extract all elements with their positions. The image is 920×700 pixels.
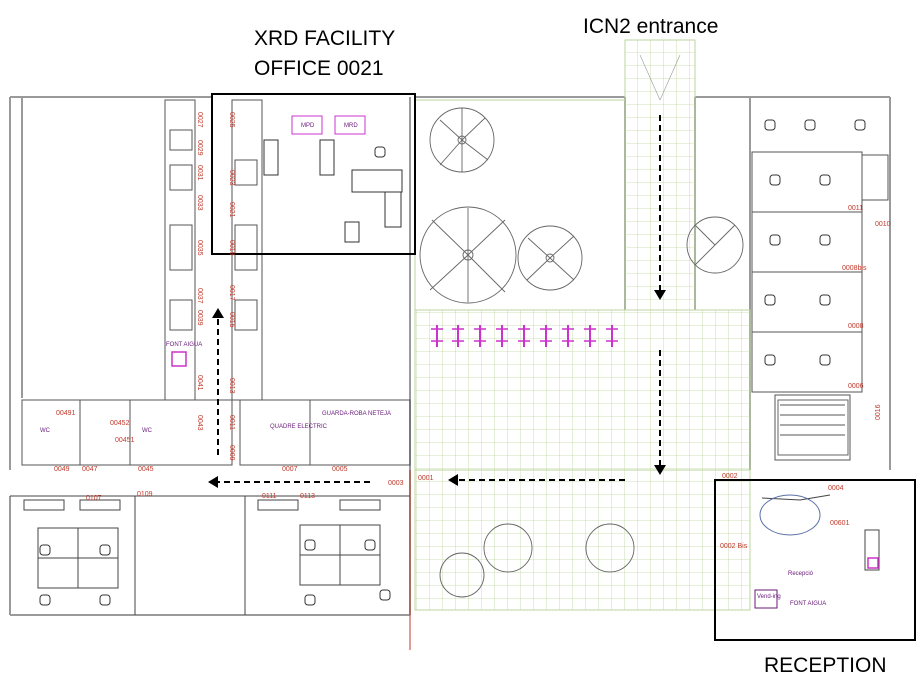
right-offices xyxy=(751,119,889,461)
corridor-rooms xyxy=(21,99,411,466)
room-number: 00601 xyxy=(830,520,850,527)
room-number: 0003 xyxy=(388,480,404,487)
tree-icon xyxy=(419,107,744,598)
room-number: 0009 xyxy=(228,445,235,461)
room-number: 0049 xyxy=(54,466,70,473)
arrow-icon xyxy=(208,290,666,488)
room-number: 0025 xyxy=(228,112,235,128)
room-number: 0031 xyxy=(196,165,203,181)
room-number: 0107 xyxy=(86,495,102,502)
reception-area xyxy=(754,494,880,609)
stair-icon xyxy=(777,399,849,456)
lower-offices xyxy=(10,495,410,615)
room-number: 00451 xyxy=(115,437,135,444)
room-number: 0041 xyxy=(196,375,203,391)
mrd-label: MRD xyxy=(344,123,358,129)
room-number: 0017 xyxy=(228,285,235,301)
room-number: 0033 xyxy=(196,195,203,211)
room-number: 0013 xyxy=(228,378,235,394)
room-number: 0035 xyxy=(196,240,203,256)
xrd-facility-box xyxy=(211,93,416,255)
wc-label-1: WC xyxy=(40,428,51,434)
room-number: 0011 xyxy=(228,415,235,430)
room-number: 0004 xyxy=(828,485,844,492)
room-number: 0113 xyxy=(300,493,315,500)
xrd-label-line1: XRD FACILITY xyxy=(254,27,396,50)
reception-label: RECEPTION xyxy=(764,654,887,677)
font-aigua-icon xyxy=(171,351,187,367)
room-number: 0027 xyxy=(196,112,203,128)
room-number: 0008 xyxy=(848,323,864,330)
room-number: 0029 xyxy=(196,140,203,156)
room-number: 0039 xyxy=(196,310,203,326)
xrd-facility-label: XRD FACILITY OFFICE 0021 xyxy=(254,24,395,84)
room-number: 0111 xyxy=(262,493,277,500)
room-number: 0010 xyxy=(875,221,891,228)
entrance-label: ICN2 entrance xyxy=(583,15,719,38)
font-aigua-right-label: FONT AIGUA xyxy=(790,601,826,607)
room-number: 0021 xyxy=(228,202,235,218)
room-number: 0002 xyxy=(722,473,738,480)
room-number: 0002 Bis xyxy=(720,543,748,550)
xrd-label-line2: OFFICE 0021 xyxy=(254,57,384,80)
room-number: 0019 xyxy=(228,240,235,256)
room-number: 0023 xyxy=(228,170,235,186)
courtyard xyxy=(414,39,751,611)
room-number: 0047 xyxy=(82,466,98,473)
guarda-label: GUARDA-ROBA NETEJA xyxy=(322,411,391,417)
font-aigua-left-label: FONT AIGUA xyxy=(166,342,202,348)
room-number: 0011 xyxy=(848,205,863,212)
mpd-label: MPD xyxy=(301,123,315,129)
room-number: 0007 xyxy=(282,466,298,473)
room-numbers: 0027 0029 0031 0033 0035 0037 0039 0041 … xyxy=(54,112,891,550)
room-number: 00491 xyxy=(56,410,76,417)
wc-label-2: WC xyxy=(142,428,153,434)
vending-label: Vend-ing xyxy=(757,594,781,600)
room-number: 0037 xyxy=(196,288,203,304)
recepcio-label: Recepció xyxy=(788,571,814,577)
route-arrows xyxy=(215,115,661,483)
xrd-office xyxy=(263,115,403,243)
room-number: 0008bis xyxy=(842,265,867,272)
room-number: 0043 xyxy=(196,415,203,431)
room-number: 0045 xyxy=(138,466,154,473)
room-number: 00452 xyxy=(110,420,130,427)
room-number: 0109 xyxy=(137,491,153,498)
reception-box xyxy=(714,479,916,641)
room-number: 0006 xyxy=(848,383,864,390)
room-number: 0015 xyxy=(228,312,235,328)
room-number: 0016 xyxy=(875,404,882,420)
room-number: 0005 xyxy=(332,466,348,473)
quadre-label: QUADRE ELECTRIC xyxy=(270,424,328,430)
room-number: 0001 xyxy=(418,475,434,482)
